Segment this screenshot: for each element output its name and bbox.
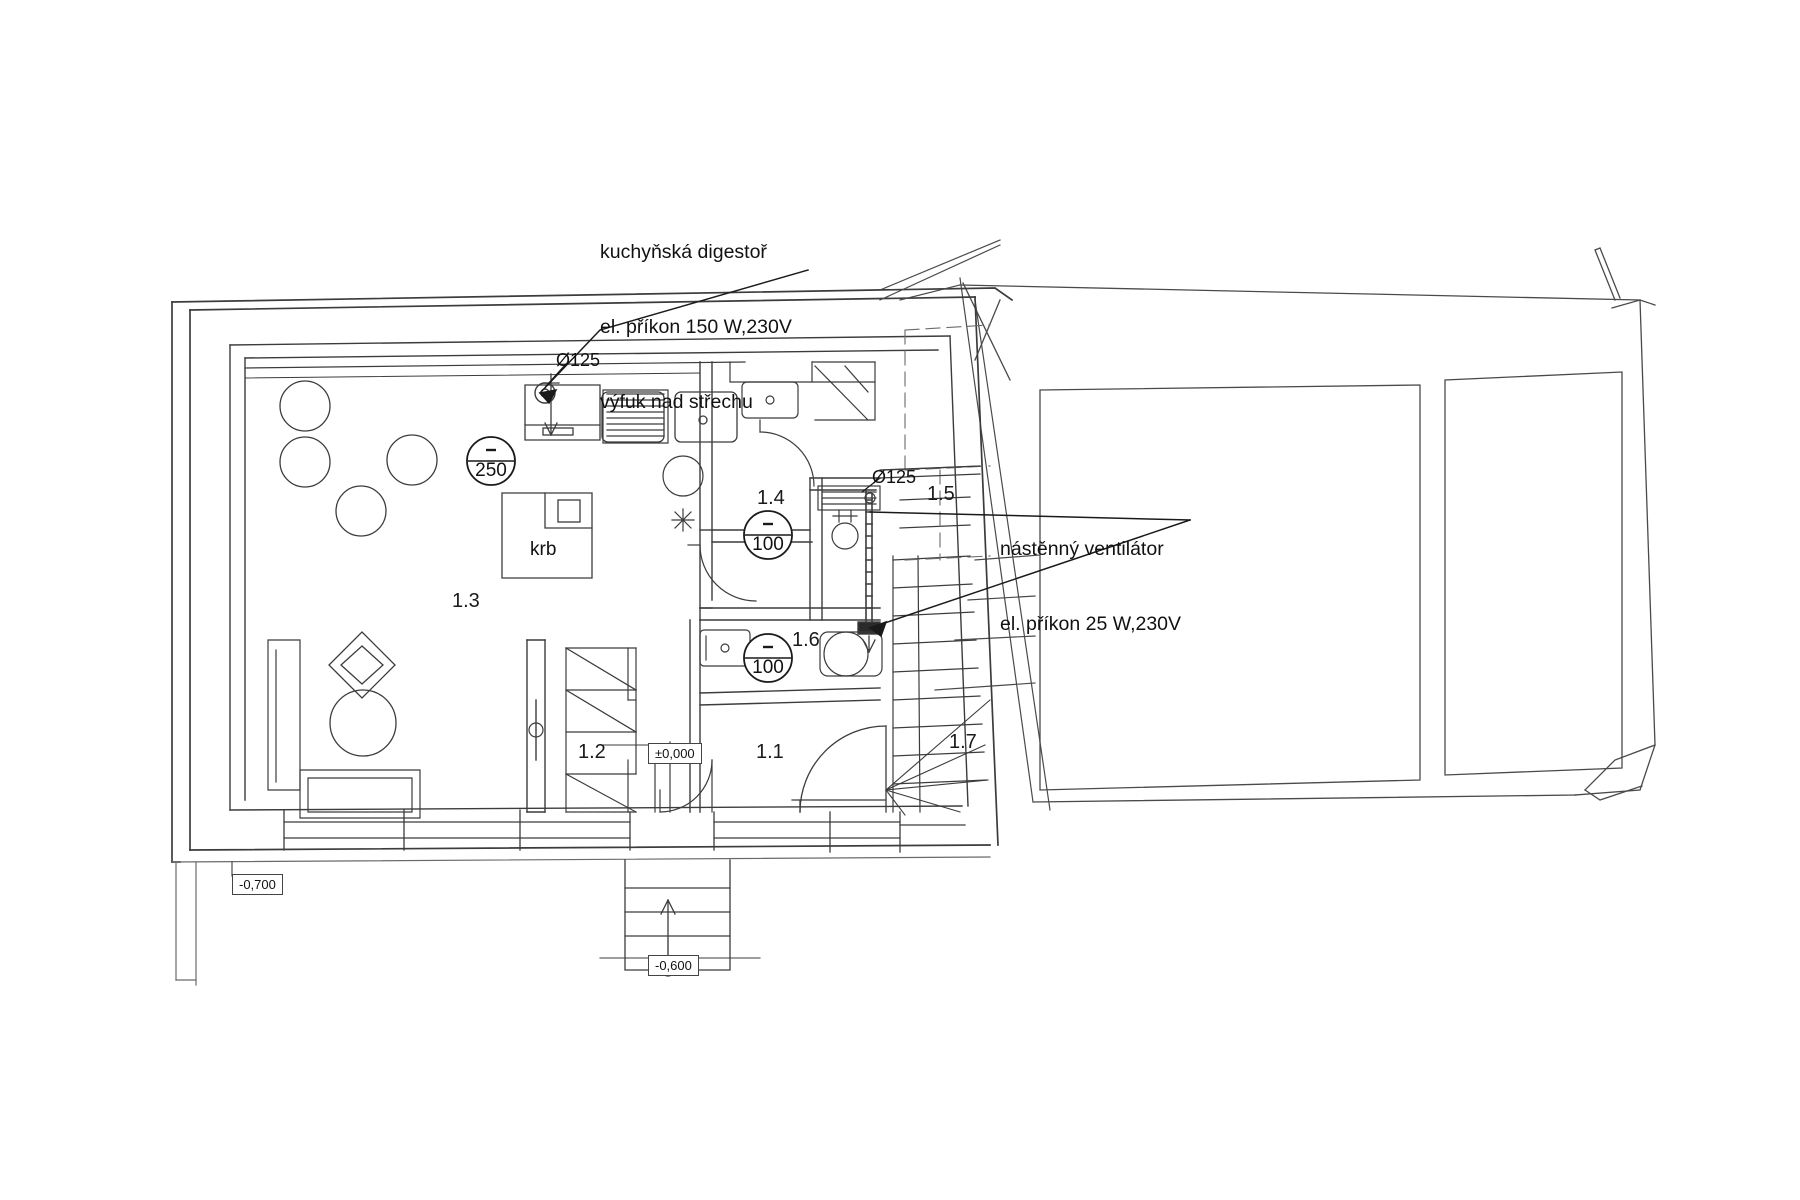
duct-label-bath: Ø125: [872, 467, 917, 487]
terrain-lines: [171, 856, 991, 986]
room-label-1-6: 1.6: [792, 629, 820, 651]
room-label-1-3: 1.3: [452, 590, 480, 612]
annotation-wall-fan-line-1: nástěnný ventilátor: [1000, 537, 1164, 560]
staircase-1-2: [565, 647, 671, 813]
flow-symbol-circle: [743, 633, 793, 683]
annotation-hood-line-3: výfuk nad střechu: [600, 390, 753, 413]
room-1-5-frame: [879, 465, 981, 479]
flow-symbol-circle: [466, 436, 516, 486]
duct-riser: [865, 489, 873, 623]
window-bay-left: [267, 639, 301, 791]
flow-value-100-a: 100: [752, 534, 784, 555]
kitchen-counter: [524, 384, 601, 441]
room-label-1-4: 1.4: [757, 487, 785, 509]
leader-duct-bath: [861, 477, 881, 493]
leader-hood: [538, 269, 809, 405]
kitchen-hob: [602, 389, 669, 444]
flow-symbol-circle: [743, 510, 793, 560]
level-marker-ground: ±0,000: [648, 743, 702, 764]
fireplace-label: krb: [530, 539, 557, 560]
annotation-wall-fan-line-2: el. příkon 25 W,230V: [1000, 612, 1182, 635]
leader-levels: [231, 744, 669, 959]
level-terrain-value: -0,700: [232, 874, 283, 895]
annotation-hood-line-2: el. příkon 150 W,230V: [600, 315, 792, 338]
room-label-1-1: 1.1: [756, 741, 784, 763]
door-swing-bath-upper: [759, 419, 815, 487]
building-inner-wall: [229, 335, 969, 811]
level-marker-entry: -0,600: [648, 955, 699, 976]
kitchen-sink: [601, 391, 665, 443]
door-swing-entry: [799, 725, 887, 813]
wc-symbol-1-4: [831, 509, 859, 550]
stair-winder-lines: [885, 699, 991, 816]
fan-arrow: [862, 635, 876, 653]
site-boundary: [959, 247, 1656, 803]
diamond-table: [328, 631, 396, 699]
annotation-hood: kuchyňská digestoř el. příkon 150 W,230V…: [600, 190, 792, 464]
door-swing-1-2: [659, 759, 713, 813]
leader-fan: [868, 511, 1191, 638]
room-label-1-2: 1.2: [578, 741, 606, 763]
level-ground-value: ±0,000: [648, 743, 702, 764]
plot-diagonal-lines: [879, 239, 1051, 811]
level-marker-terrain: -0,700: [232, 874, 283, 895]
door-swing-1-3: [687, 544, 757, 602]
entry-steps: [624, 859, 731, 971]
wall-1-1: [689, 619, 701, 813]
flow-symbol-250: 250: [465, 435, 517, 487]
furniture-circles: [279, 380, 438, 757]
flow-value-100-b: 100: [752, 657, 784, 678]
appliance-1-4: [817, 485, 881, 511]
flow-symbol-100-b: 100: [742, 632, 794, 684]
room-label-1-5: 1.5: [927, 483, 955, 505]
flow-value-250: 250: [475, 460, 507, 481]
flow-symbol-100-a: 100: [742, 509, 794, 561]
bath-fixture-top: [729, 361, 876, 421]
fireplace-block: [501, 492, 593, 579]
roof-eave-lines: [904, 324, 991, 561]
annotation-hood-line-1: kuchyňská digestoř: [600, 240, 767, 263]
level-entry-value: -0,600: [648, 955, 699, 976]
interior-wall-center: [526, 639, 546, 813]
annotation-wall-fan: nástěnný ventilátor el. příkon 25 W,230V: [1000, 487, 1181, 687]
kitchen-sink-basin: [674, 391, 738, 443]
duct-arrow-kitchen: [542, 373, 560, 436]
roof-line-right: [879, 244, 1001, 301]
interior-walls-bath: [699, 361, 881, 706]
room-label-1-7: 1.7: [949, 731, 977, 753]
building-outer-wall: [171, 287, 1014, 863]
leader-duct-kitchen: [545, 363, 567, 387]
duct-label-kitchen: Ø125: [556, 350, 601, 370]
bottom-wall-band: [283, 809, 966, 853]
column-mark: [662, 455, 704, 532]
sofa-left: [299, 769, 421, 819]
